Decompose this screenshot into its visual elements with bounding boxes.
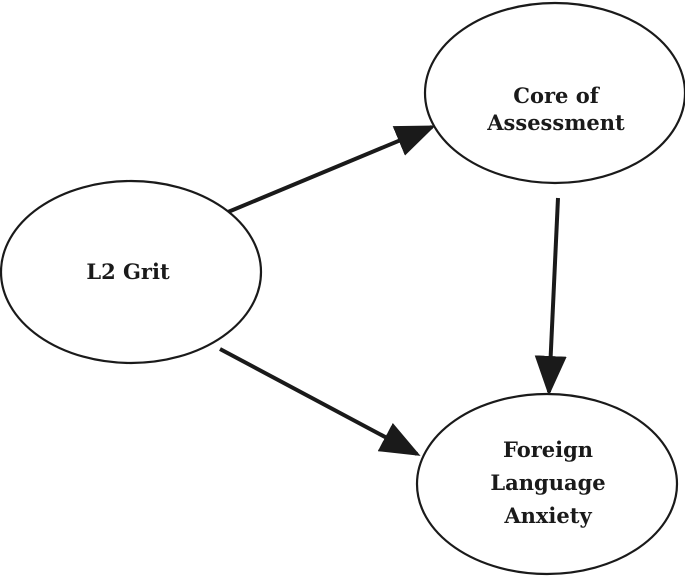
node-l2-grit-label: L2 Grit [86,259,170,284]
node-foreign-language-anxiety-label-line-2: Language [490,470,605,495]
node-core-of-assessment-ellipse [423,1,685,185]
edge-grit-to-anxiety [219,347,421,456]
node-core-of-assessment-label-line-2: Assessment [486,110,625,135]
node-foreign-language-anxiety-label-line-1: Foreign [503,437,593,462]
node-foreign-language-anxiety-ellipse [415,392,679,576]
node-core-of-assessment: Core of Assessment [423,1,685,185]
edge-grit-to-core [227,125,436,214]
edges [219,125,567,456]
node-l2-grit: L2 Grit [0,179,263,365]
edge-core-to-anxiety [534,197,567,396]
node-l2-grit-ellipse [0,179,263,365]
node-core-of-assessment-label-line-1: Core of [513,83,600,108]
node-foreign-language-anxiety: Foreign Language Anxiety [415,392,679,576]
node-foreign-language-anxiety-label-line-3: Anxiety [503,503,592,528]
